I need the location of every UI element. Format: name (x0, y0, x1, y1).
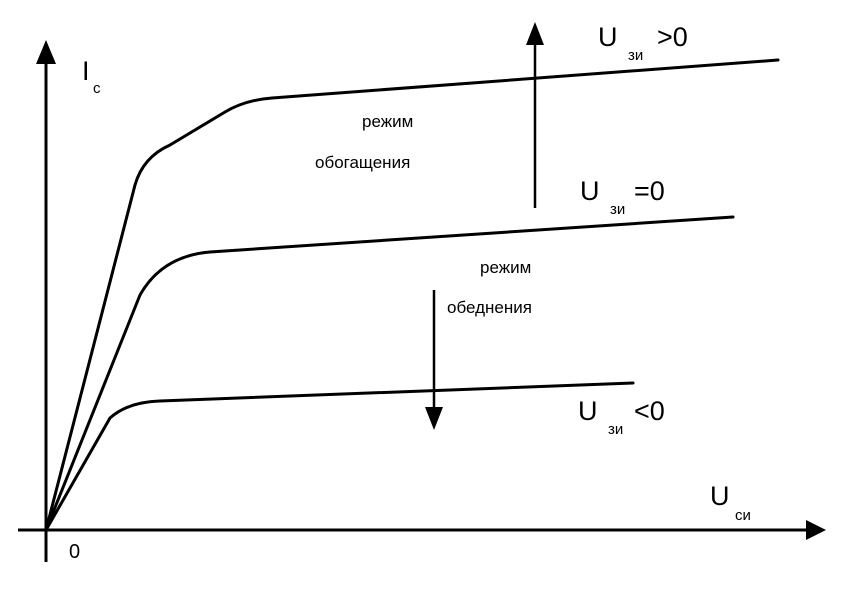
mode-arrows (425, 22, 544, 430)
y-axis-label: I (82, 56, 90, 86)
x-axis-label: U (710, 481, 730, 511)
curve-labels: U зи >0 U зи =0 U зи <0 (578, 22, 688, 438)
y-axis-arrowhead (36, 40, 56, 64)
label-zero-rel: =0 (634, 176, 665, 206)
label-ugs-negative: U зи <0 (578, 396, 665, 438)
curve-ugs-negative (44, 381, 635, 532)
mode-labels: режим обогащения режим обеднения (315, 112, 532, 317)
x-axis-label-sub: си (735, 507, 751, 524)
label-positive-sub: зи (628, 47, 643, 64)
label-negative-sub: зи (608, 421, 623, 438)
enrichment-arrow-head (526, 22, 544, 45)
depletion-arrow-head (425, 407, 443, 430)
origin-label: 0 (69, 541, 80, 563)
label-zero-sub: зи (610, 201, 625, 218)
curve-ugs-zero (44, 215, 735, 532)
characteristic-curves (44, 58, 780, 532)
label-ugs-positive: U зи >0 (598, 22, 688, 64)
label-positive-rel: >0 (657, 22, 688, 52)
axes (18, 40, 826, 562)
label-positive-main: U (598, 22, 618, 52)
label-zero-main: U (580, 176, 600, 206)
label-ugs-zero: U зи =0 (580, 176, 665, 218)
curve-ugs-positive (44, 58, 780, 532)
label-negative-main: U (578, 396, 598, 426)
depletion-mode-line1: режим (480, 258, 531, 277)
axis-labels: I c U си 0 (69, 56, 751, 563)
enrichment-mode-line1: режим (362, 112, 413, 131)
y-axis-label-sub: c (93, 80, 101, 97)
x-axis-arrowhead (806, 520, 826, 540)
label-negative-rel: <0 (634, 396, 665, 426)
enrichment-mode-line2: обогащения (315, 153, 410, 172)
depletion-mode-line2: обеднения (447, 298, 532, 317)
